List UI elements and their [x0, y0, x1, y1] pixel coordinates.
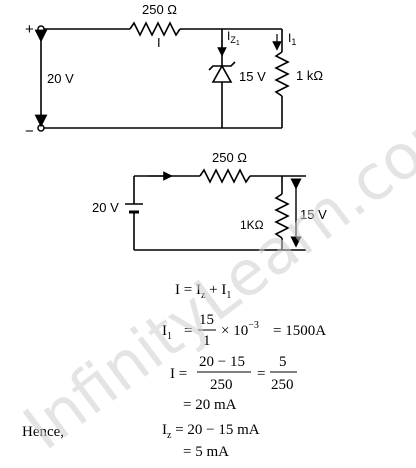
svg-text:15: 15 — [199, 312, 214, 328]
series-resistor-label: 250 Ω — [142, 2, 177, 17]
source-voltage-label: 20 V — [47, 71, 74, 86]
terminal-positive — [37, 25, 45, 33]
equation-load-current: I1 = 15 1 × 10−3 = 1500A — [162, 312, 326, 349]
load-resistor2-label: 1KΩ — [240, 218, 264, 232]
load-current-label: I1 — [288, 31, 296, 47]
equation-total-current: I = 20 − 15 250 = 5 250 — [170, 354, 297, 393]
zener-voltage-label: 15 V — [239, 69, 266, 84]
svg-text:250: 250 — [271, 377, 294, 393]
svg-text:1: 1 — [203, 333, 211, 349]
source2-voltage-label: 20 V — [92, 200, 119, 215]
svg-text:=: = — [257, 366, 265, 382]
plus-label: + — [25, 21, 34, 38]
equation-zener-value: = 5 mA — [183, 444, 229, 460]
hence-label: Hence, — [22, 424, 64, 440]
circuit-2: 250 Ω 20 V 1KΩ 15 V — [92, 150, 327, 251]
circuit-1: + − 20 V 250 Ω I IZ1 15 V I1 1 kΩ — [25, 2, 323, 140]
load-resistor2-1k — [274, 193, 290, 239]
current-i-label: I — [157, 35, 161, 50]
equation-current-sum: I = Iz + I1 — [175, 282, 231, 301]
minus-label: − — [25, 123, 34, 140]
load-resistor-1k — [274, 51, 290, 97]
load-voltage-label: 15 V — [300, 207, 327, 222]
svg-text:I1: I1 — [162, 323, 172, 342]
resistor-250-ohm — [129, 21, 181, 37]
svg-text:= 1500A: = 1500A — [273, 323, 326, 339]
svg-text:× 10−3: × 10−3 — [221, 320, 259, 339]
equation-total-value: = 20 mA — [183, 397, 237, 413]
svg-text:5: 5 — [279, 354, 287, 370]
zener-current-label: IZ1 — [227, 29, 240, 47]
series-resistor2-label: 250 Ω — [212, 150, 247, 165]
svg-text:I =: I = — [170, 366, 187, 382]
load-resistor-label: 1 kΩ — [296, 68, 323, 83]
svg-text:250: 250 — [210, 377, 233, 393]
equation-zener-current: Iz = 20 − 15 mA — [162, 422, 260, 441]
resistor2-250-ohm — [199, 168, 251, 184]
svg-text:20 − 15: 20 − 15 — [199, 354, 245, 370]
svg-text:=: = — [184, 323, 192, 339]
zener-diode-icon — [208, 61, 236, 83]
solution-steps: I = Iz + I1 I1 = 15 1 × 10−3 = 1500A I =… — [22, 282, 326, 460]
terminal-negative — [37, 124, 45, 132]
